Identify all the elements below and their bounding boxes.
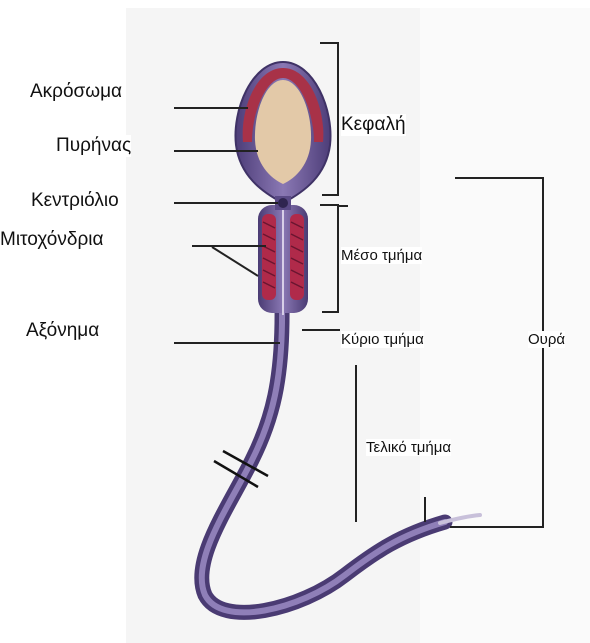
centriole: [278, 198, 288, 208]
label-meso-tmima: Μέσο τμήμα: [341, 247, 422, 264]
label-oura: Ουρά: [528, 331, 565, 348]
label-teliko-tmima: Τελικό τμήμα: [366, 439, 451, 456]
label-mitochondria: Μιτοχόνδρια: [0, 229, 103, 251]
label-axonima: Αξόνημα: [26, 320, 99, 342]
label-pyrinas: Πυρήνας: [56, 135, 131, 157]
label-kefali: Κεφαλή: [341, 114, 406, 136]
bracket-oura: [450, 178, 543, 527]
label-kentriolio: Κεντριόλιο: [31, 190, 119, 212]
label-akrosoma: Ακρόσωμα: [30, 81, 122, 103]
label-kyrio-tmima: Κύριο τμήμα: [341, 331, 424, 348]
